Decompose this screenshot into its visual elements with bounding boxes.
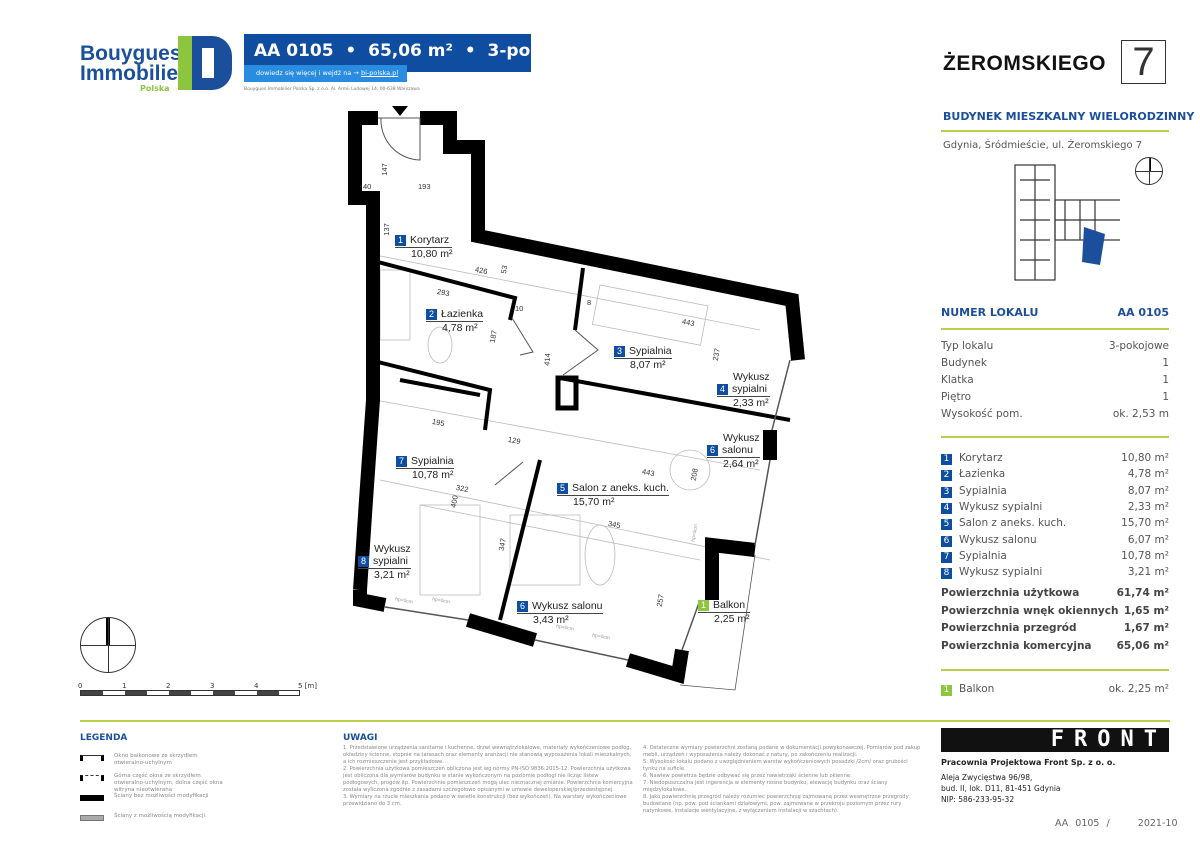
architect-nip: NIP: 586-233-95-32 [941,795,1015,804]
property-row: Wysokość pom.ok. 2,53 m [941,408,1169,420]
note-item: 7. Niedopuszczalna jest ingerencja w ele… [643,780,888,793]
project-address: Gdynia, Śródmieście, ul. Żeromskiego 7 [943,140,1143,151]
north-arrow-small-icon [1135,157,1163,185]
building-key-plan [1014,164,1120,281]
bouygues-logo: Bouygues Immobilier Polska [80,36,232,94]
note-item: 2. Powierzchnia użytkowa pomieszczeń obl… [343,766,633,793]
dimension-label: 53 [499,264,510,275]
scale-tick-label: 0 [78,682,83,690]
architect-address1: Aleja Zwycięstwa 96/98, [941,773,1033,782]
legend-swatch [80,815,104,821]
unit-number-value: AA 0105 [1117,306,1169,319]
dimension-label: 40 [363,182,372,191]
scale-tick-label: 3 [210,682,215,690]
legend-swatch [80,795,104,801]
website-link[interactable]: bi-polska.pl [360,69,399,77]
legend-swatch [80,775,104,781]
building-type: BUDYNEK MIESZKALNY WIELORODZINNY [943,110,1195,123]
front-logo: FRONT [941,728,1169,752]
unit-highlight [1082,227,1105,265]
note-item: 8. Jako powierzchnię przegród należy roz… [643,794,909,814]
unit-number-label: NUMER LOKALU [941,306,1039,319]
scale-tick-label: 5 [m] [298,682,317,690]
windows [384,359,791,661]
brand-line3: Polska [140,84,170,93]
scale-tick-label: 2 [166,682,171,690]
legend-item: Ściany z możliwością modyfikacji [80,813,330,821]
north-arrow-icon [80,617,136,673]
balcony-outline [679,554,756,691]
scale-bar [80,690,300,696]
notes-title: UWAGI [343,733,378,743]
legend-item: Górna część okna ze skrzydłem otwieralno… [80,773,330,794]
dimension-label: 8 [587,298,592,307]
brand-line1: Bouygues [80,42,182,65]
dimension-label: 10 [515,304,524,313]
note-item: 4. Ostateczne wymiary powierzchni zostan… [643,745,921,758]
exterior-walls [348,111,805,685]
interior-walls [377,260,791,621]
legend-swatch [80,755,104,761]
website-link-bar[interactable]: dowiedz się więcej i wejdź na → bi-polsk… [244,65,407,82]
footer-ref: AA 0105 / 2021-10 [1055,818,1178,829]
entrance-arrow-icon [392,106,408,116]
brand-line2: Immobilier [80,62,187,85]
legend-title: LEGENDA [80,733,128,743]
architect-name: Pracownia Projektowa Front Sp. z o. o. [941,758,1116,767]
legend-item: Okno balkonowe ze skrzydłem otwieralno-u… [80,753,330,767]
dimension-label: 147 [379,163,389,176]
company-address: Bouygues Immobilier Polska Sp. z o.o. Al… [244,87,420,92]
note-item: 1. Przedstawione urządzenia sanitarne i … [343,745,632,765]
scale-tick-label: 4 [254,682,259,690]
legend-item: Ściany bez możliwości modyfikacji [80,793,330,801]
note-item: 6. Nawiew powietrza będzie odbywać się p… [643,773,852,779]
project-number-box: 7 [1121,40,1166,84]
dimension-label: 193 [418,182,431,191]
project-logo: ŻEROMSKIEGO [943,52,1107,75]
scale-tick-label: 1 [122,682,127,690]
doors [378,117,599,486]
note-item: 5. Wysokość lokalu podano z uwzględnieni… [643,759,908,772]
dimension-label: 137 [381,223,391,236]
architect-address2: bud. II, lok. D11, 81-451 Gdynia [941,784,1061,793]
dimension-label: 414 [542,352,553,367]
plan-light-lines [374,254,771,596]
note-item: 3. Wymiary na rzucie mieszkania podano w… [343,794,627,807]
